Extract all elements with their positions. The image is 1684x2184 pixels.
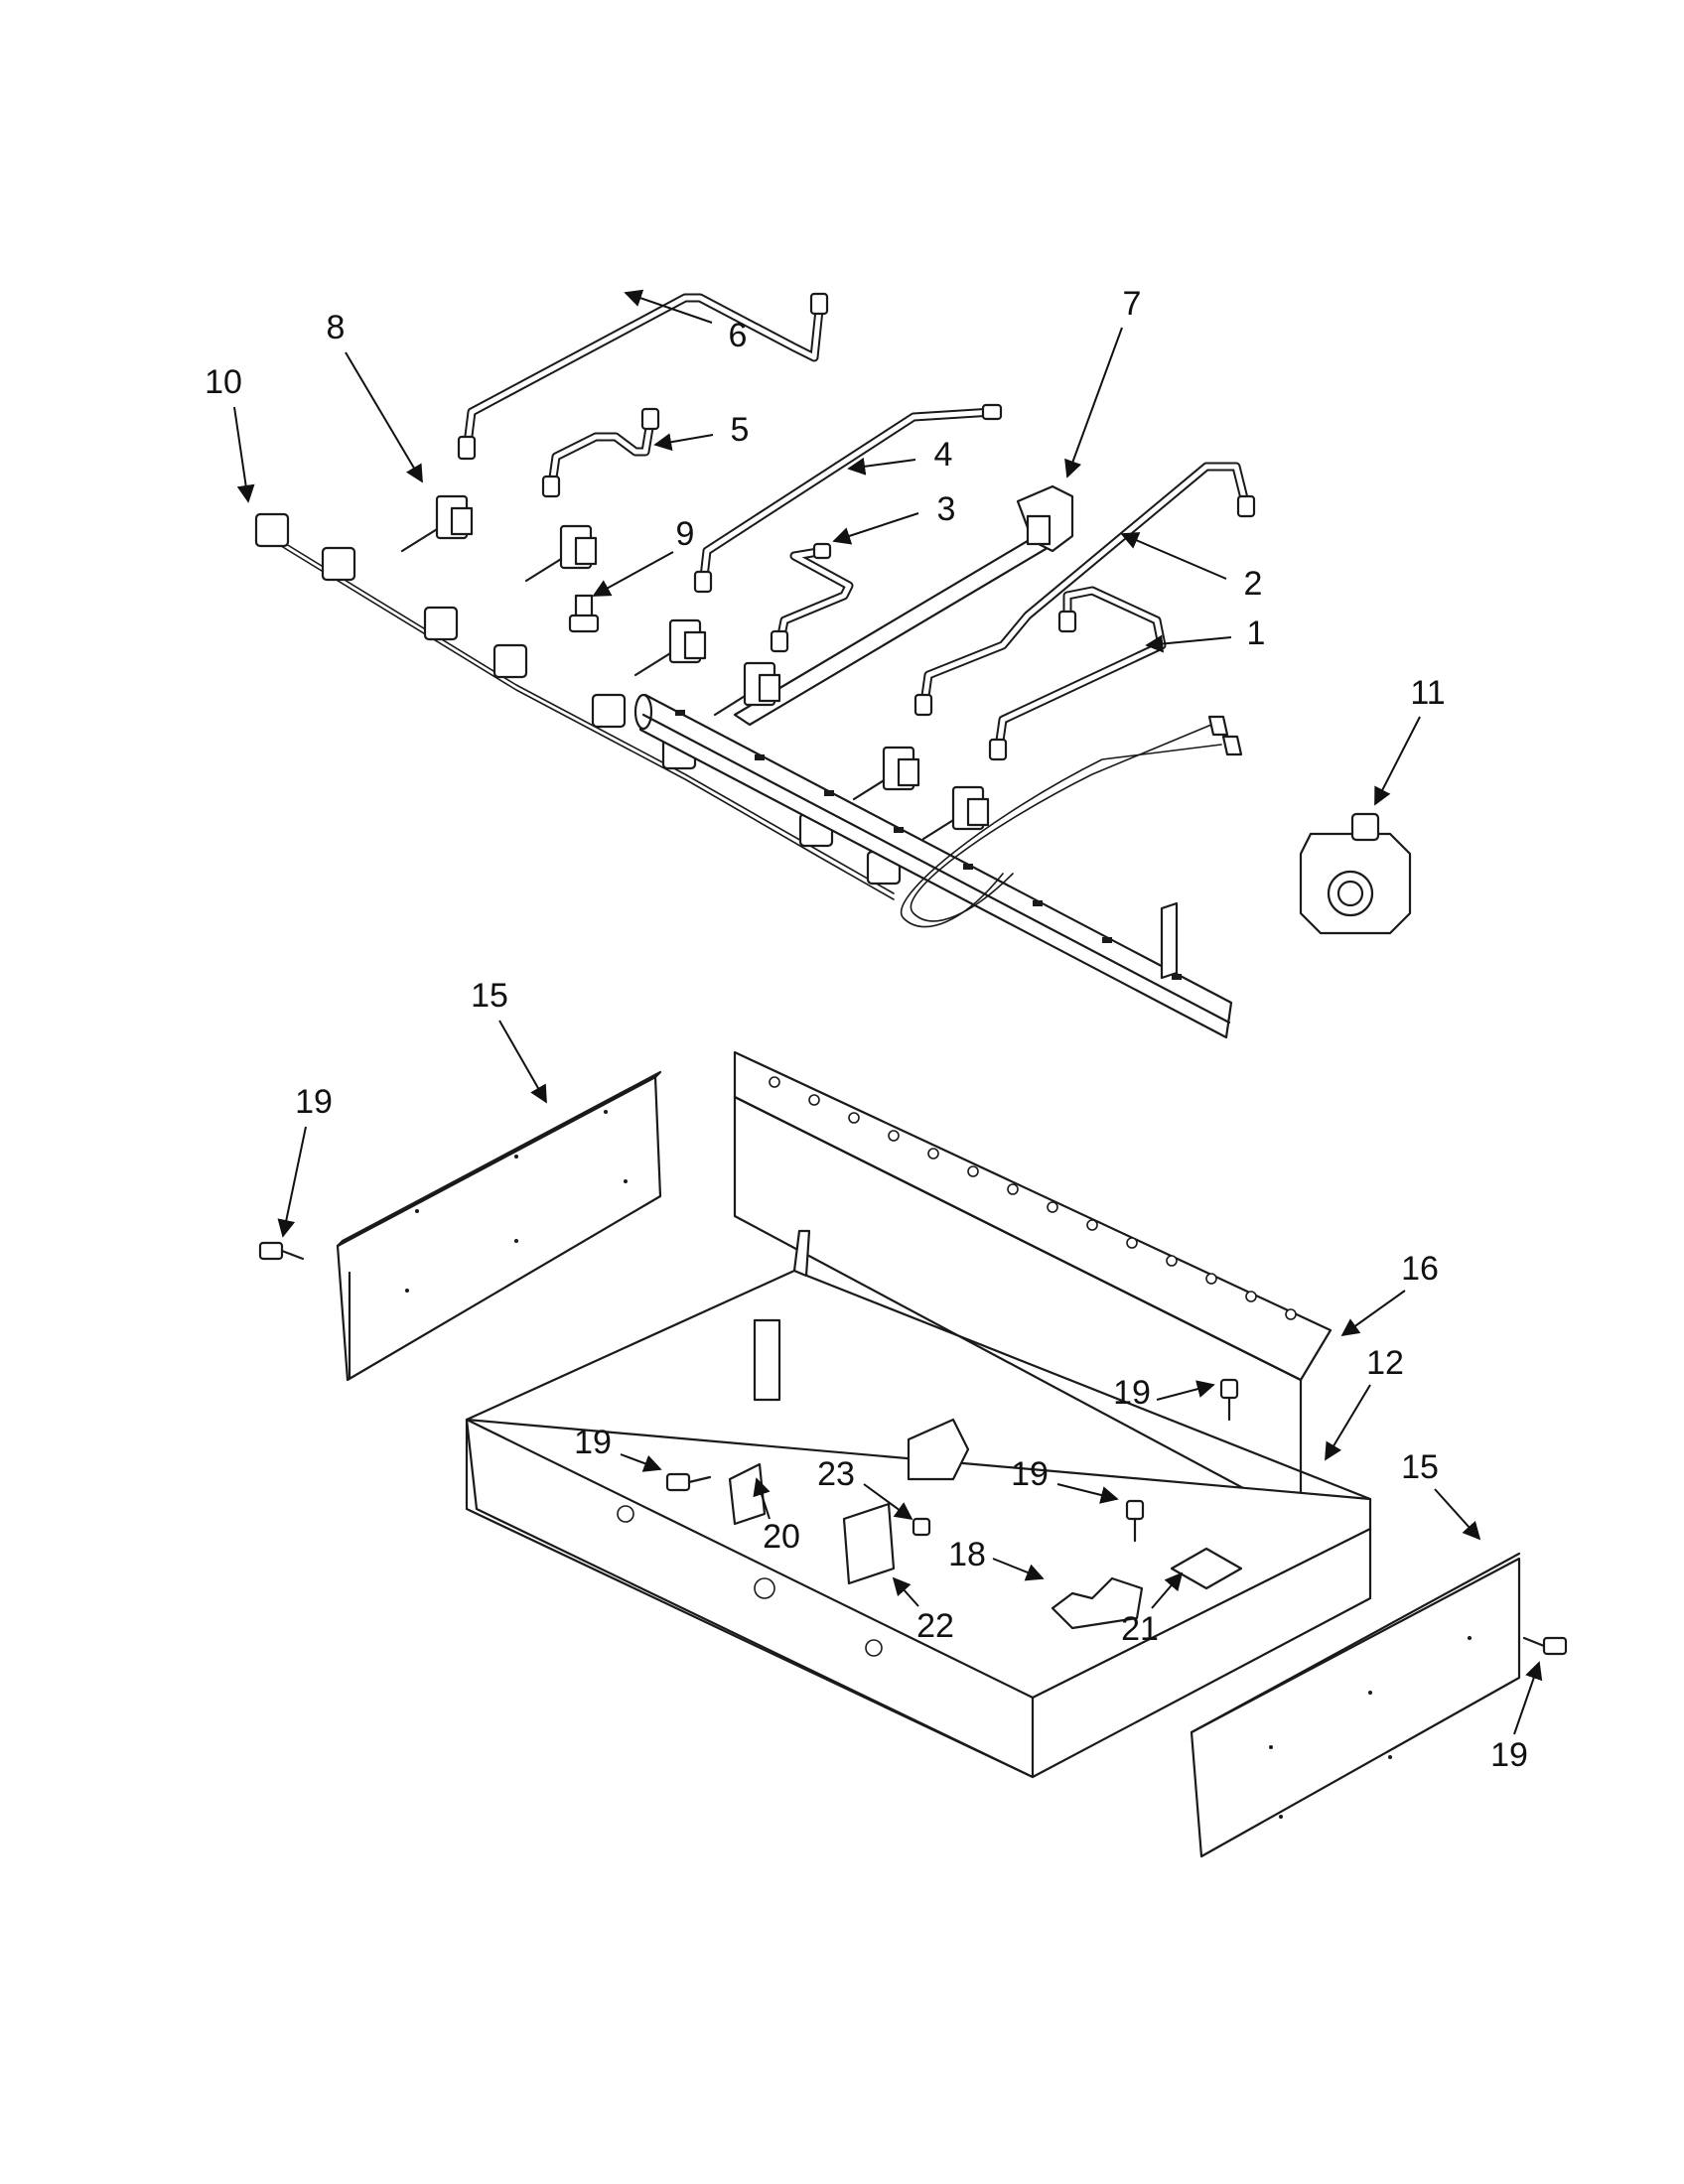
svg-text:19: 19 bbox=[1113, 1374, 1151, 1412]
svg-text:20: 20 bbox=[763, 1518, 800, 1556]
burner-orifice-holder-7 bbox=[733, 484, 1074, 727]
callout-7: 7 bbox=[1064, 285, 1142, 478]
svg-text:19: 19 bbox=[295, 1083, 333, 1121]
callout-10: 10 bbox=[205, 363, 255, 503]
callout-21: 21 bbox=[1121, 1571, 1184, 1648]
callout-19-c: 19 bbox=[574, 1424, 662, 1472]
callout-1: 1 bbox=[1145, 614, 1266, 653]
gas-tube-1 bbox=[988, 586, 1167, 761]
svg-text:18: 18 bbox=[948, 1536, 986, 1573]
svg-text:23: 23 bbox=[817, 1455, 855, 1493]
valve bbox=[921, 785, 990, 841]
burner-valves-8 bbox=[400, 494, 990, 841]
bracket-18 bbox=[1051, 1576, 1144, 1630]
svg-text:10: 10 bbox=[205, 363, 242, 401]
gas-tube-3 bbox=[770, 542, 854, 653]
valve bbox=[400, 494, 474, 553]
gas-tube-6 bbox=[457, 292, 829, 461]
svg-text:1: 1 bbox=[1247, 614, 1266, 652]
svg-text:5: 5 bbox=[731, 411, 750, 449]
callout-6: 6 bbox=[624, 289, 748, 354]
svg-text:11: 11 bbox=[1410, 674, 1445, 712]
valve bbox=[524, 524, 598, 583]
valve bbox=[852, 746, 920, 801]
callout-9: 9 bbox=[592, 515, 695, 597]
callout-19-b: 19 bbox=[1113, 1374, 1215, 1412]
svg-text:8: 8 bbox=[327, 309, 346, 346]
callout-4: 4 bbox=[847, 436, 953, 476]
svg-text:19: 19 bbox=[1490, 1736, 1528, 1774]
svg-text:12: 12 bbox=[1366, 1344, 1404, 1382]
callout-15-left: 15 bbox=[471, 977, 547, 1104]
svg-text:16: 16 bbox=[1401, 1250, 1439, 1288]
svg-text:21: 21 bbox=[1121, 1610, 1159, 1648]
screw-19 bbox=[258, 1241, 1568, 1656]
gas-tube-4 bbox=[693, 403, 1003, 594]
callout-18: 18 bbox=[948, 1536, 1045, 1581]
callout-12: 12 bbox=[1325, 1344, 1404, 1461]
switch-block bbox=[254, 512, 902, 886]
burner-box-base-12 bbox=[465, 1229, 1372, 1779]
port-row bbox=[769, 1076, 1297, 1320]
callout-16: 16 bbox=[1340, 1250, 1439, 1337]
callout-23: 23 bbox=[817, 1455, 913, 1521]
svg-text:2: 2 bbox=[1244, 565, 1263, 603]
callout-11: 11 bbox=[1374, 674, 1446, 806]
svg-text:6: 6 bbox=[729, 317, 748, 354]
svg-text:3: 3 bbox=[937, 490, 956, 528]
callout-19-a: 19 bbox=[277, 1083, 333, 1238]
valve bbox=[633, 618, 707, 677]
svg-text:15: 15 bbox=[471, 977, 508, 1015]
upper-bracket bbox=[753, 1318, 970, 1481]
callout-3: 3 bbox=[832, 490, 956, 545]
valve bbox=[713, 661, 781, 717]
svg-text:15: 15 bbox=[1401, 1448, 1439, 1486]
callout-22: 22 bbox=[892, 1576, 954, 1645]
svg-text:9: 9 bbox=[676, 515, 695, 553]
callout-2: 2 bbox=[1120, 532, 1263, 603]
gas-manifold-pipe bbox=[633, 693, 1233, 1039]
callout-8: 8 bbox=[327, 309, 423, 483]
svg-text:7: 7 bbox=[1123, 285, 1142, 323]
side-panel-15-right bbox=[1190, 1552, 1521, 1858]
igniter-switch-harness-10 bbox=[254, 512, 902, 900]
svg-text:4: 4 bbox=[934, 436, 953, 474]
gas-tube-5 bbox=[541, 407, 660, 498]
burner-panel-16 bbox=[733, 1050, 1333, 1521]
side-panel-15-left bbox=[336, 1070, 662, 1382]
spacer-23 bbox=[912, 1517, 931, 1537]
regulator-wires bbox=[901, 715, 1243, 928]
gas-tube-2 bbox=[913, 462, 1256, 717]
svg-text:19: 19 bbox=[574, 1424, 612, 1461]
svg-text:22: 22 bbox=[916, 1607, 954, 1645]
orifice-spud-9 bbox=[568, 594, 600, 633]
bracket-21 bbox=[1170, 1547, 1243, 1590]
callout-20: 20 bbox=[753, 1477, 800, 1556]
bracket-22 bbox=[842, 1502, 896, 1585]
callout-19-e: 19 bbox=[1490, 1661, 1543, 1774]
callout-5: 5 bbox=[653, 411, 750, 452]
svg-text:19: 19 bbox=[1011, 1455, 1049, 1493]
callout-15-right: 15 bbox=[1401, 1448, 1481, 1541]
callout-19-d: 19 bbox=[1011, 1455, 1119, 1504]
pressure-regulator-11 bbox=[1299, 812, 1412, 935]
